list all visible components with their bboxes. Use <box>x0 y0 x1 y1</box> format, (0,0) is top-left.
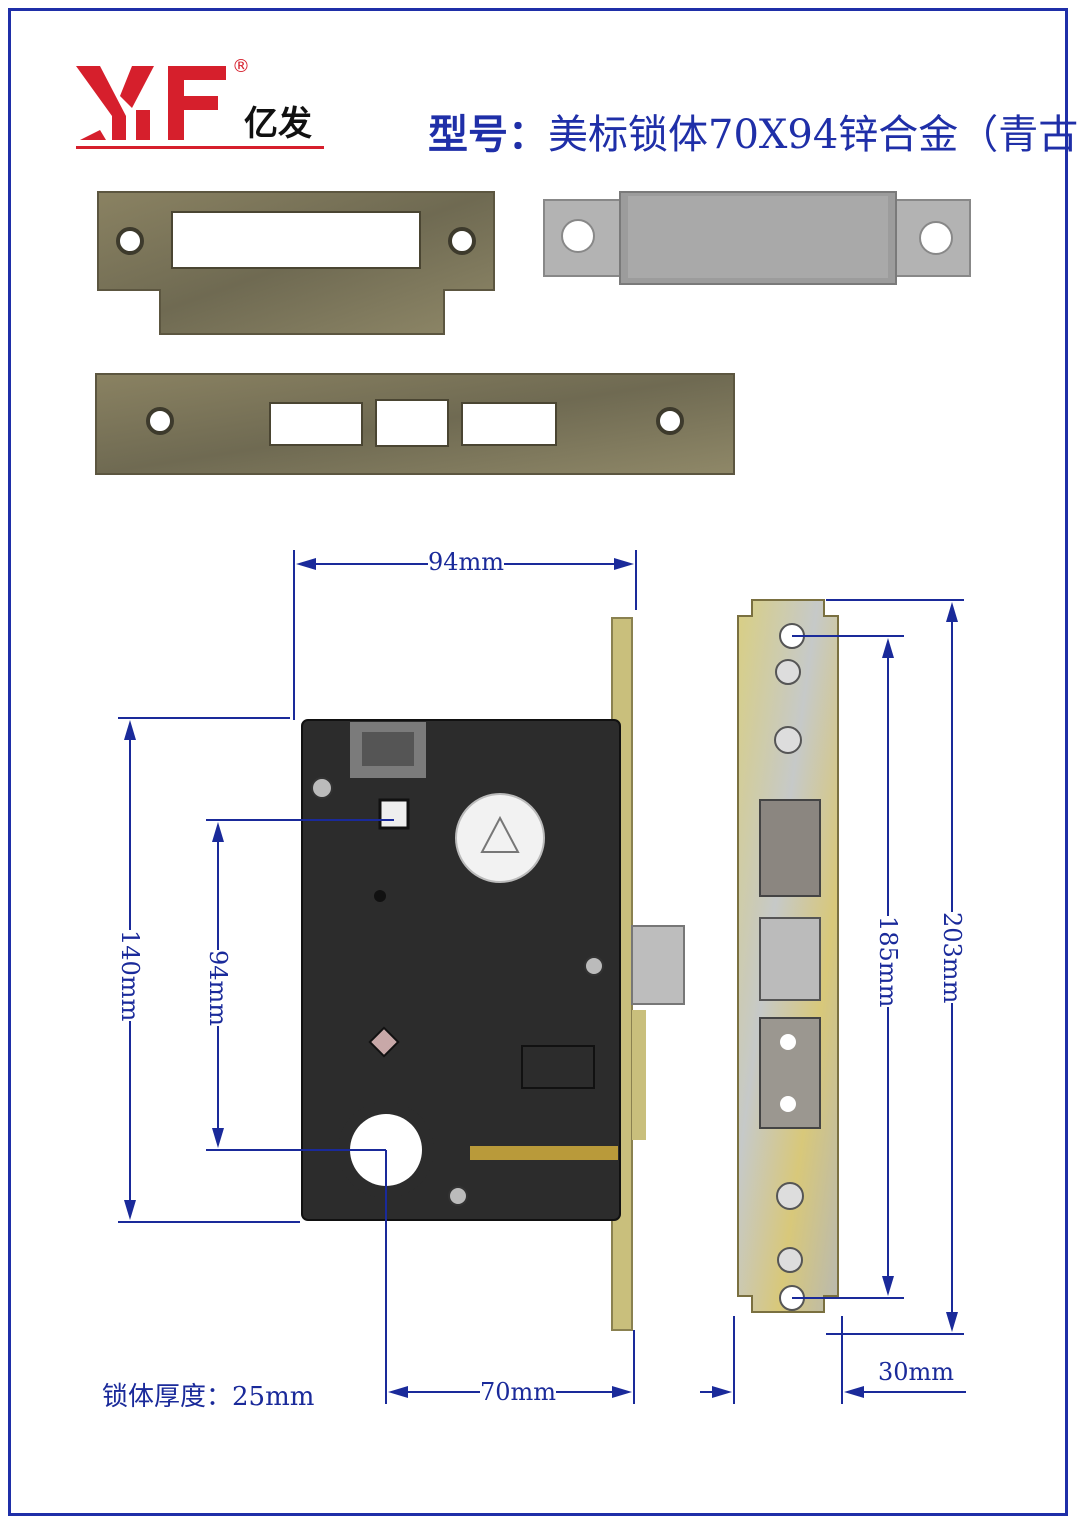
brand-logo: ® 亿发 <box>76 56 326 154</box>
dim-faceplate-height: 203mm <box>938 912 966 1004</box>
model-label: 型号： <box>428 111 548 158</box>
lock-body <box>301 617 685 1331</box>
dim-body-height: 140mm <box>116 930 144 1022</box>
logo-underline <box>76 146 324 149</box>
model-title: 型号：美标锁体70X94锌合金（青古） <box>428 102 1080 160</box>
faceplate-bronze <box>95 373 735 475</box>
yf-logo-icon <box>76 66 226 140</box>
faceplate-front <box>737 599 839 1313</box>
dim-handle-cylinder: 94mm <box>204 950 232 1027</box>
brand-name: 亿发 <box>244 104 312 144</box>
registered-mark: ® <box>232 56 250 77</box>
dim-faceplate-inner: 185mm <box>874 916 902 1008</box>
strike-plate-top <box>97 191 495 335</box>
model-value: 美标锁体70X94锌合金（青古） <box>548 112 1080 158</box>
page-border <box>8 8 1068 1516</box>
dimension-lines <box>118 550 966 1404</box>
thickness-note: 锁体厚度：25mm <box>102 1382 315 1412</box>
strike-box <box>543 191 971 285</box>
dim-top-width: 94mm <box>428 548 505 576</box>
dim-backset: 70mm <box>480 1378 557 1406</box>
dim-faceplate-width: 30mm <box>878 1358 955 1386</box>
